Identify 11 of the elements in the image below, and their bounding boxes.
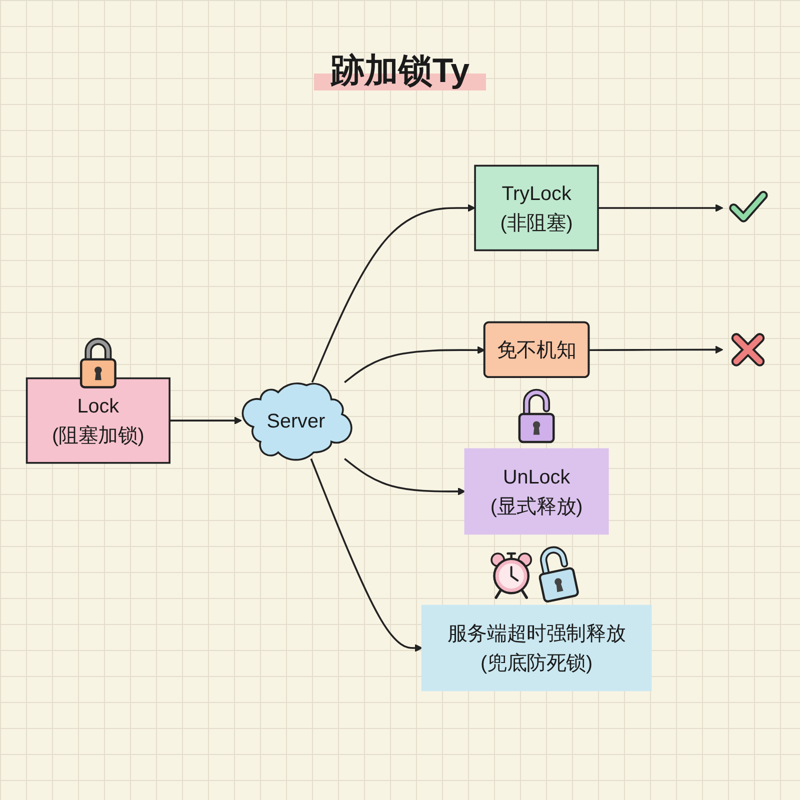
node-box: UnLock (显式释放) — [464, 448, 609, 535]
arrow — [344, 346, 486, 384]
arrow — [344, 458, 466, 496]
arrow — [589, 346, 724, 354]
node-box: Lock (阻塞加锁) — [26, 377, 170, 464]
arrow — [311, 204, 476, 383]
arrow — [598, 204, 724, 212]
arrow — [170, 416, 242, 425]
arrow — [310, 458, 423, 652]
node-box: TryLock (非阻塞) — [474, 164, 599, 252]
node-box: 服务端超时强制释放 (兜底防死锁) — [421, 604, 652, 692]
